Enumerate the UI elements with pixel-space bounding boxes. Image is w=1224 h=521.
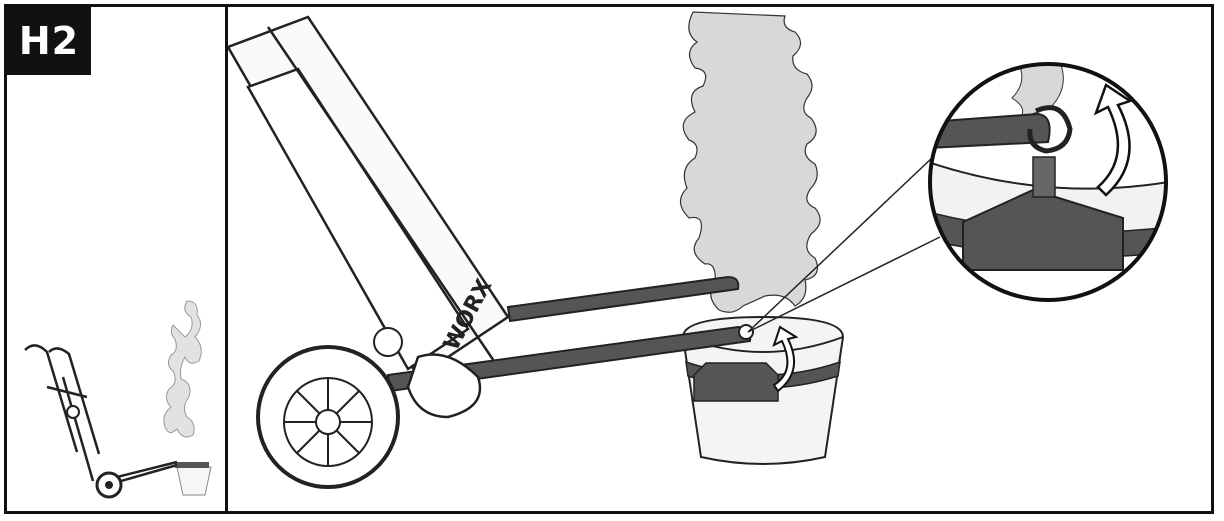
mini-pot: [177, 467, 211, 495]
mini-pot-strap: [175, 462, 209, 468]
strap-hook: [739, 325, 753, 339]
cart-frame: [228, 17, 538, 377]
plant-foliage: [680, 12, 820, 312]
mini-cart: [25, 345, 177, 485]
step-label: H2: [7, 7, 91, 75]
detail-illustration: WORX: [228, 7, 1211, 511]
battery-knob: [374, 328, 402, 356]
upper-strap: [508, 277, 738, 321]
zoom-clip: [1033, 157, 1055, 197]
mini-plant-foliage: [164, 301, 201, 437]
mini-wheel-hub: [105, 481, 113, 489]
strap-pad: [694, 363, 778, 401]
mini-battery: [67, 406, 79, 418]
overview-illustration: [7, 7, 225, 511]
zoom-detail: [928, 62, 1168, 300]
instruction-panel: H2 WORX: [4, 4, 1214, 514]
